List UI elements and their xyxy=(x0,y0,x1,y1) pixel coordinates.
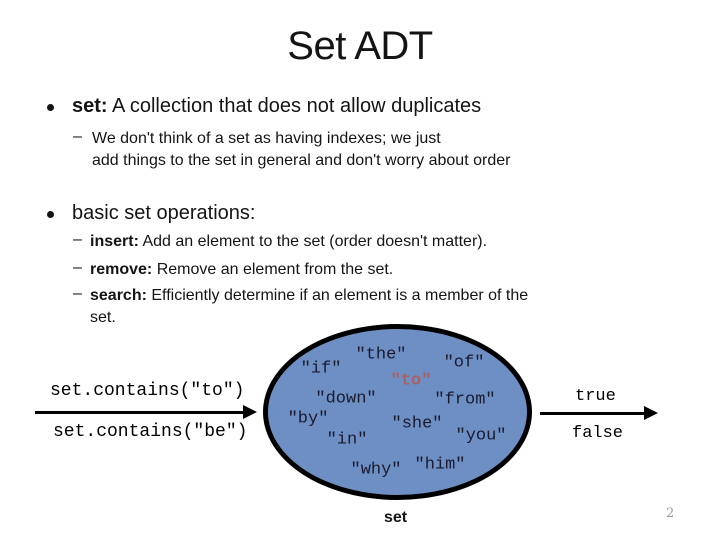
set-word: "why" xyxy=(350,460,402,480)
sub-dash: – xyxy=(73,128,82,145)
sub-dash: – xyxy=(73,285,82,302)
op-search-line1: search: Efficiently determine if an elem… xyxy=(90,285,528,307)
op-remove-desc: Remove an element from the set. xyxy=(152,261,394,278)
op-remove-term: remove: xyxy=(90,261,153,278)
set-word: "by" xyxy=(287,409,329,429)
subtext-line2: add things to the set in general and don… xyxy=(92,152,511,169)
bullet-dot xyxy=(47,211,54,218)
slide-title: Set ADT xyxy=(287,24,433,68)
bullet-set-term: set: xyxy=(72,95,108,117)
set-word-highlighted: "to" xyxy=(390,371,432,391)
sub-dash: – xyxy=(73,231,82,248)
op-insert: insert: Add an element to the set (order… xyxy=(90,231,487,253)
set-word: "if" xyxy=(300,359,342,379)
result-false: false xyxy=(572,424,624,443)
op-search: search: Efficiently determine if an elem… xyxy=(90,285,528,329)
bullet-operations: basic set operations: xyxy=(72,202,256,224)
op-search-line2: set. xyxy=(90,309,116,326)
page-number: 2 xyxy=(666,506,675,521)
set-word: "of" xyxy=(443,353,485,373)
op-insert-term: insert: xyxy=(90,233,139,250)
code-contains-to: set.contains("to") xyxy=(50,381,245,401)
bullet-set-rest: A collection that does not allow duplica… xyxy=(107,95,482,117)
set-word: "in" xyxy=(326,430,368,450)
set-word: "from" xyxy=(434,390,496,410)
right-arrow-line xyxy=(540,412,645,415)
sub-dash: – xyxy=(73,259,82,276)
set-word: "down" xyxy=(315,389,377,409)
set-caption: set xyxy=(384,509,408,526)
op-search-term: search: xyxy=(90,287,147,304)
bullet-dot xyxy=(47,104,54,111)
left-arrow-line xyxy=(35,411,244,414)
set-word: "him" xyxy=(414,455,466,475)
bullet-set: set: A collection that does not allow du… xyxy=(72,95,481,118)
set-ellipse xyxy=(263,324,532,500)
op-remove: remove: Remove an element from the set. xyxy=(90,259,393,281)
bullet-set-subtext: We don't think of a set as having indexe… xyxy=(92,128,510,172)
op-search-desc: Efficiently determine if an element is a… xyxy=(146,287,529,304)
set-word: "the" xyxy=(355,345,407,365)
op-insert-desc: Add an element to the set (order doesn't… xyxy=(138,233,488,250)
left-arrow-head-icon xyxy=(243,405,257,419)
subtext-line1: We don't think of a set as having indexe… xyxy=(92,130,441,147)
result-true: true xyxy=(575,387,616,406)
code-contains-be: set.contains("be") xyxy=(53,422,248,442)
set-word: "she" xyxy=(391,414,443,434)
right-arrow-head-icon xyxy=(644,406,658,420)
set-word: "you" xyxy=(455,426,507,446)
